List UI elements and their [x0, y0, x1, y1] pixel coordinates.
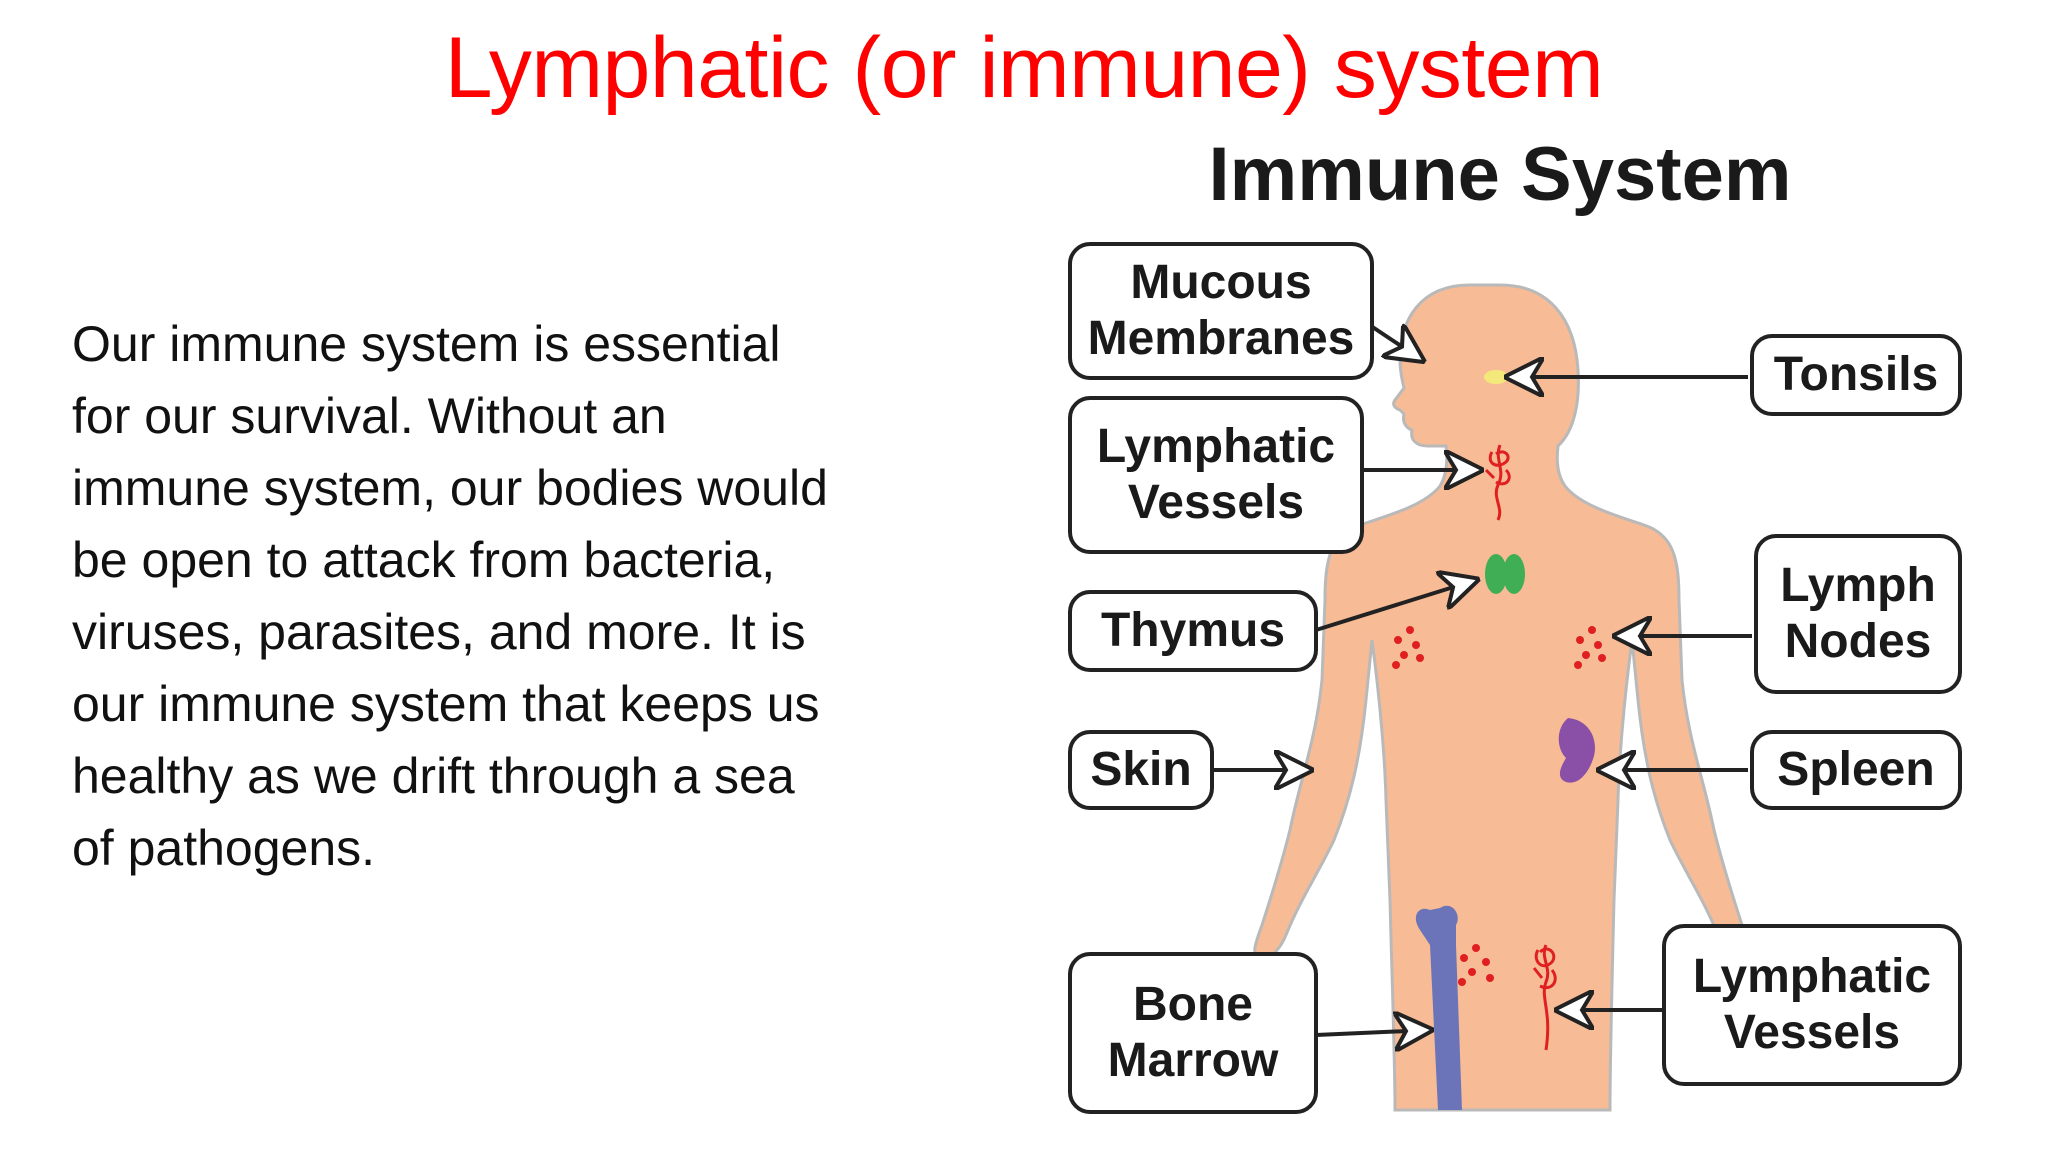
femur-bone-icon [1415, 905, 1462, 1110]
label-lymph-nodes: Lymph Nodes [1754, 534, 1962, 694]
thymus-icon [1485, 554, 1525, 594]
label-spleen-text: Spleen [1777, 743, 1935, 796]
spleen-icon [1558, 718, 1595, 783]
arrow-bone-marrow [1315, 1030, 1430, 1035]
label-tonsils-text: Tonsils [1773, 348, 1939, 401]
immune-system-diagram [1212, 283, 1752, 1112]
label-lymphatic-vessels-lower-text: Lymphatic Vessels [1692, 950, 1932, 1059]
slide-title: Lymphatic (or immune) system [444, 20, 1604, 116]
label-lymphatic-vessels-upper: Lymphatic Vessels [1068, 396, 1364, 554]
label-thymus: Thymus [1068, 590, 1318, 672]
label-lymph-nodes-text: Lymph Nodes [1780, 559, 1936, 668]
diagram-title: Immune System [1208, 132, 1792, 217]
label-tonsils: Tonsils [1750, 334, 1962, 416]
arrow-thymus [1315, 580, 1476, 632]
lymphatic-vessel-icon-leg [1532, 944, 1557, 1051]
tonsils-icon [1484, 370, 1508, 384]
arrow-mucous-membranes [1363, 320, 1422, 360]
label-bone-marrow-text: Bone Marrow [1107, 978, 1279, 1087]
label-thymus-text: Thymus [1100, 604, 1286, 657]
label-mucous-membranes: Mucous Membranes [1068, 242, 1374, 380]
lymph-node-dots-icon-groin [1458, 944, 1494, 986]
label-bone-marrow: Bone Marrow [1068, 952, 1318, 1114]
label-mucous-membranes-text: Mucous Membranes [1087, 256, 1355, 365]
lymphatic-vessel-icon-neck [1484, 444, 1511, 521]
label-spleen: Spleen [1750, 730, 1962, 810]
label-lymphatic-vessels-lower: Lymphatic Vessels [1662, 924, 1962, 1086]
lymph-node-dots-icon-left [1392, 626, 1424, 669]
label-skin: Skin [1068, 730, 1214, 810]
lymph-node-dots-icon-right [1574, 626, 1606, 669]
label-skin-text: Skin [1090, 743, 1192, 796]
label-lymphatic-vessels-upper-text: Lymphatic Vessels [1096, 420, 1336, 529]
body-paragraph: Our immune system is essential for our s… [72, 316, 828, 876]
